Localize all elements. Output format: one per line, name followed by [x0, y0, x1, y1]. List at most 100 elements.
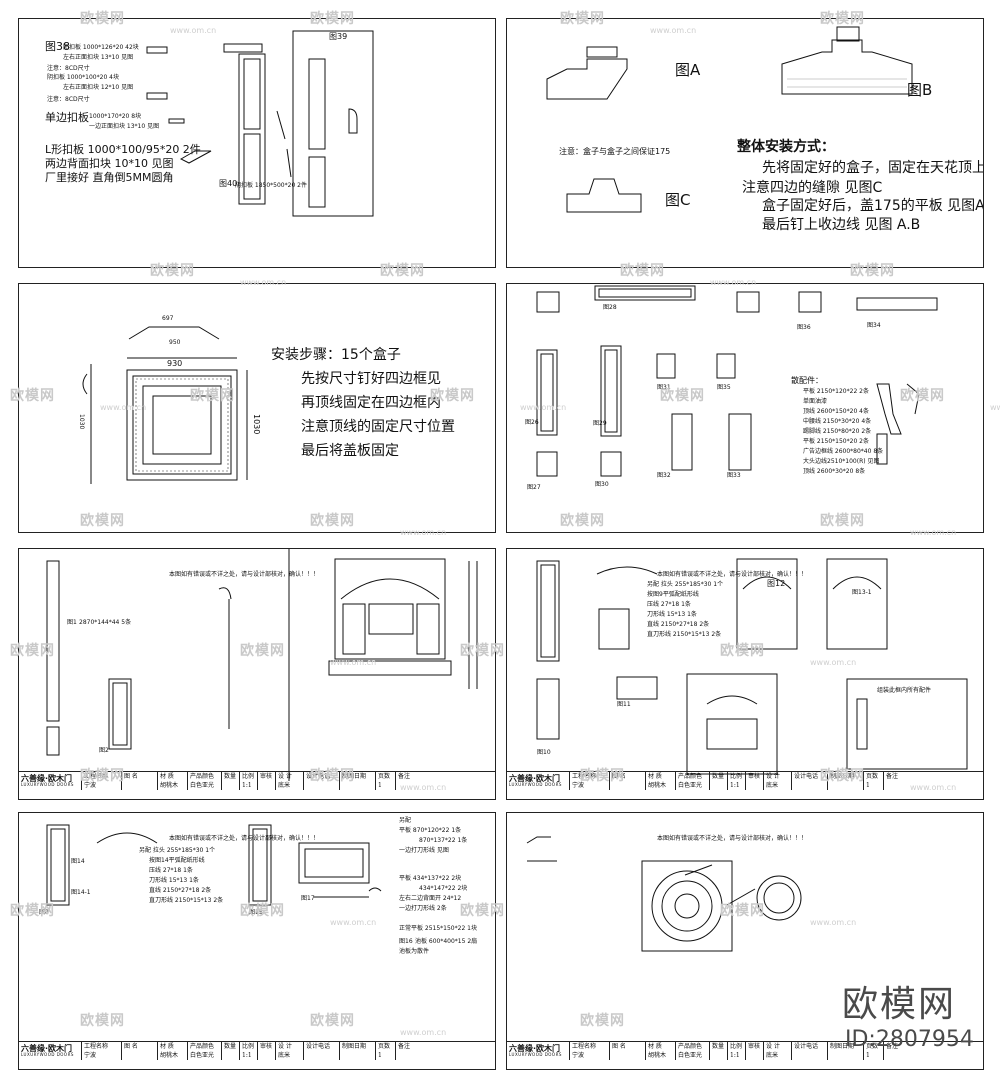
- step-1: 先按尺寸钉好四边框见: [301, 371, 441, 387]
- title-block-header: 比例: [242, 773, 255, 780]
- acc-line1: 另配 拉头 255*185*30 1个: [139, 847, 216, 854]
- title-block-header: 图 名: [124, 1043, 138, 1050]
- title-block-header: 审核: [260, 1043, 273, 1050]
- title-block-header: 设 计: [766, 773, 780, 780]
- parts-item-7: 广告边框线 2600*80*40 8条: [803, 448, 884, 455]
- fig38-line3: 注意：8CD尺寸: [47, 65, 90, 72]
- acc-line6: 直刀形线 2150*15*13 2条: [149, 897, 224, 904]
- title-block-header: 审核: [748, 1043, 761, 1050]
- parts-item-2: 单面油漆: [803, 398, 828, 405]
- install-step-2: 注意四边的缝隙 见图C: [742, 180, 883, 196]
- title-block-cell: 设计电话: [791, 1042, 827, 1060]
- title-block-header: 备注: [398, 773, 411, 780]
- drawing-sheet-4: 图28 图34 图26 图29 图31 图35 图33 图30 图27 图32 …: [506, 283, 984, 533]
- title-block-value: 胡桃木: [648, 1052, 667, 1059]
- title-block-value: 白色亚光: [678, 1052, 703, 1059]
- title-block-header: 工程名称: [84, 773, 109, 780]
- install-step-3: 盒子固定好后，盖175的平板 见图A.B: [762, 198, 984, 214]
- step-2: 再顶线固定在四边框内: [301, 395, 441, 411]
- title-block-cell: 材 质胡桃木: [157, 1042, 187, 1060]
- title-block-header: 数量: [224, 773, 237, 780]
- acc-line4: 刀形线 15*13 1条: [149, 877, 199, 884]
- company-logo-en: LUXURYWOOD DOORS: [509, 1052, 562, 1057]
- title-block-header: 制图日期: [830, 1043, 855, 1050]
- fig35-label: 图35: [717, 384, 731, 391]
- title-block-header: 页数: [866, 1043, 879, 1050]
- title-block-cell: 产品颜色白色亚光: [675, 1042, 709, 1060]
- title-block-value: 1: [378, 782, 382, 789]
- fig28-label: 图28: [603, 304, 617, 311]
- title-block-value: 1:1: [242, 782, 252, 789]
- frame-note: 组装此框内所有配件: [877, 687, 932, 694]
- fig38-label: 图38: [45, 40, 70, 53]
- title-block-header: 制图日期: [342, 1043, 367, 1050]
- title-block-cell: 数量: [709, 1042, 727, 1060]
- title-block-cell: 材 质胡桃木: [645, 1042, 675, 1060]
- title-block-cell: 审核: [745, 772, 763, 790]
- dim-1030-left: 1030: [78, 414, 85, 430]
- title-block-cell: 图 名: [609, 1042, 645, 1060]
- title-block-cell: 备注: [395, 1042, 419, 1060]
- title-block-header: 产品颜色: [678, 773, 703, 780]
- title-block-cell: 审核: [745, 1042, 763, 1060]
- title-block-header: 比例: [730, 1043, 743, 1050]
- single-board-line2: 一边正面扣块 13*10 见图: [89, 123, 160, 130]
- fig17-label: 图17: [301, 895, 315, 902]
- title-block-cell: 设 计底米: [275, 1042, 303, 1060]
- parts-item-3: 顶线 2600*150*20 4条: [803, 408, 869, 415]
- title-block-cell: 设 计底米: [275, 772, 303, 790]
- title-block-cell: 数量: [221, 1042, 239, 1060]
- fig13-label: 图13-1: [852, 589, 872, 596]
- title-block-value: 1: [866, 1052, 870, 1059]
- title-block-header: 产品颜色: [190, 1043, 215, 1050]
- drawing-sheet-3: 697 950 930 1030 1030 安装步骤：15个盒子 先按尺寸钉好四…: [18, 283, 496, 533]
- title-block-value: 底米: [766, 782, 779, 789]
- sheet-8-drawing: [526, 836, 802, 952]
- acc-line6: 直刀形线 2150*15*13 2条: [647, 631, 722, 638]
- l-board-line3: 厂里接好 直角倒5MM圆角: [45, 171, 174, 184]
- company-logo: 六善缘·欧木门: [21, 1044, 73, 1053]
- sheet-7-drawing: [46, 824, 382, 906]
- acc-line3: 压线 27*18 1条: [149, 867, 193, 874]
- extra-line4: 平板 434*137*22 2块: [399, 875, 462, 882]
- watermark-url: www.om.cn: [990, 403, 1000, 412]
- dim-1030-right: 1030: [252, 414, 261, 435]
- title-block-header: 工程名称: [84, 1043, 109, 1050]
- acc-line2: 按图14平弧配纸形线: [149, 857, 205, 864]
- parts-item-5: 踢脚线 2150*80*20 2条: [803, 428, 872, 435]
- title-block-header: 备注: [886, 1043, 899, 1050]
- title-block-header: 备注: [886, 773, 899, 780]
- drawing-sheet-8: 六善缘·欧木门 LUXURYWOOD DOORS 工程名称宁波图 名材 质胡桃木…: [506, 812, 984, 1070]
- fig14-1-label: 图14-1: [71, 889, 91, 896]
- title-block-header: 设计电话: [306, 1043, 331, 1050]
- fig11-label: 图11: [617, 701, 631, 708]
- extra-line3: 一边打刀形线 见图: [399, 847, 449, 854]
- extra-line9: 池板 600*400*15 2扇: [415, 938, 478, 945]
- title-block-header: 图 名: [124, 773, 138, 780]
- parts-item-9: 顶线 2600*30*20 8条: [803, 468, 866, 475]
- title-block-cell: 设计电话: [791, 772, 827, 790]
- title-block-header: 材 质: [160, 773, 174, 780]
- title-block-header: 设 计: [278, 773, 292, 780]
- title-block-cell: 图 名: [121, 1042, 157, 1060]
- extra-line10: 池板为散件: [399, 948, 430, 955]
- title-block-header: 图 名: [612, 773, 626, 780]
- title-block-value: 宁波: [84, 1052, 97, 1059]
- title-block-header: 页数: [378, 1043, 391, 1050]
- single-board-line1: 1000*170*20 8块: [89, 113, 142, 120]
- extra-line1: 平板 870*120*22 1条: [399, 827, 462, 834]
- title-block-cell: 工程名称宁波: [81, 772, 121, 790]
- title-block-cell: 材 质胡桃木: [645, 772, 675, 790]
- title-block-value: 1:1: [730, 782, 740, 789]
- title-block-cell: 设 计底米: [763, 772, 791, 790]
- title-block-header: 产品颜色: [190, 773, 215, 780]
- title-block-cell: 设计电话: [303, 772, 339, 790]
- drawing-sheet-2: 图A 图B 图C 注意：盒子与盒子之间保证175 整体安装方式： 先将固定好的盒…: [506, 18, 984, 268]
- company-logo: 六善缘·欧木门: [509, 1044, 561, 1053]
- sheet-3-drawing: [82, 326, 248, 484]
- parts-item-1: 平板 2150*120*22 2条: [803, 388, 869, 395]
